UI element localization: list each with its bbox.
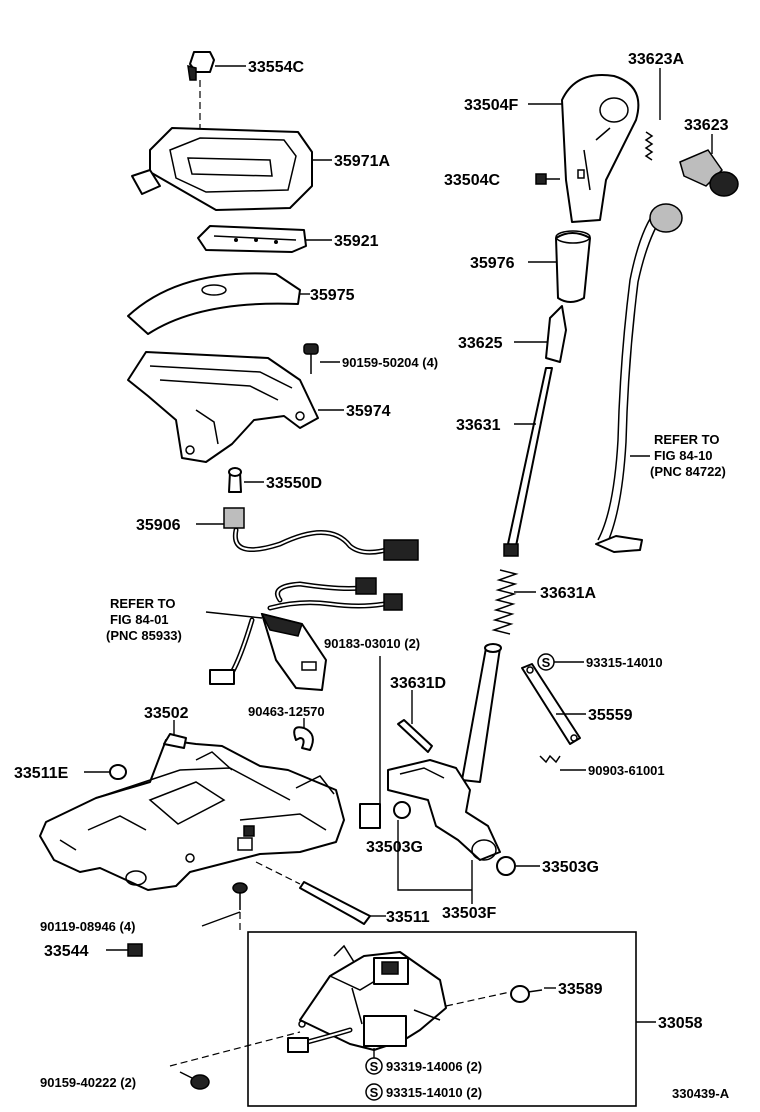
knob-boot-part: [555, 230, 591, 303]
lock-pin-part: [545, 305, 567, 363]
bushing-part: [393, 801, 516, 876]
indicator-housing-part: [131, 127, 313, 211]
refer-a-line1: REFER TO: [654, 432, 720, 447]
refer-b-line2: FIG 84-01: [110, 612, 169, 627]
label-90463-12570: 90463-12570: [248, 704, 325, 719]
shift-knob-part: [561, 74, 640, 223]
sensor-bolt-part: [510, 985, 543, 1003]
switch-harness-part: [209, 577, 403, 691]
shift-base-part: [39, 733, 345, 891]
label-33503g-left: 33503G: [366, 839, 423, 856]
figure-code: 330439-A: [672, 1086, 730, 1101]
svg-text:S: S: [542, 655, 551, 670]
label-35971a: 35971A: [334, 153, 390, 170]
label-33544: 33544: [44, 943, 89, 960]
pivot-bolt-part: [397, 719, 433, 753]
knob-screw-part: [535, 173, 560, 185]
label-90159-40222: 90159-40222 (2): [40, 1075, 136, 1090]
label-33631a: 33631A: [540, 585, 596, 602]
cable-part: [595, 203, 683, 553]
label-33623a: 33623A: [628, 51, 684, 68]
label-35559: 35559: [588, 707, 633, 724]
part-labels: 33554C 35971A 35921 35975 90159-50204 (4…: [14, 51, 730, 1101]
label-93315-14010-bottom: 93315-14010 (2): [386, 1085, 482, 1100]
leader-line: [201, 911, 241, 927]
link-plate-part: [521, 663, 581, 764]
knob-button-part: [679, 149, 739, 197]
bracket-screw-part: [179, 1071, 210, 1090]
label-33503f: 33503F: [442, 905, 496, 922]
assembly-line: [445, 991, 511, 1007]
label-33511: 33511: [386, 909, 430, 926]
screw-part: [303, 343, 319, 374]
svg-text:S: S: [370, 1085, 379, 1100]
slide-plate-part: [197, 225, 307, 253]
svg-text:S: S: [370, 1059, 379, 1074]
leader-line: [397, 820, 472, 891]
leader-line: [205, 611, 263, 619]
label-90119-08946: 90119-08946 (4): [40, 919, 135, 934]
gate-bracket-part: [127, 351, 319, 463]
refer-b-line3: (PNC 85933): [106, 628, 182, 643]
s-symbol: S: [537, 653, 555, 671]
label-93319-14006: 93319-14006 (2): [386, 1059, 482, 1074]
assembly-line: [169, 1031, 301, 1067]
label-93315-14010: 93315-14010: [586, 655, 663, 670]
bulb-part: [228, 467, 242, 493]
label-33631: 33631: [456, 417, 501, 434]
label-33504f: 33504F: [464, 97, 518, 114]
label-33058: 33058: [658, 1015, 703, 1032]
refer-a-line2: FIG 84-10: [654, 448, 713, 463]
label-33502: 33502: [144, 705, 189, 722]
nut-part: [127, 943, 143, 957]
label-33554c: 33554C: [248, 59, 304, 76]
label-35906: 35906: [136, 517, 181, 534]
label-33511e: 33511E: [14, 765, 69, 782]
label-33589: 33589: [558, 981, 603, 998]
s-symbol: S: [365, 1083, 383, 1101]
label-90183-03010: 90183-03010 (2): [324, 636, 420, 651]
label-35975: 35975: [310, 287, 355, 304]
refer-a-line3: (PNC 84722): [650, 464, 726, 479]
label-35974: 35974: [346, 403, 391, 420]
label-33504c: 33504C: [444, 172, 500, 189]
shift-rod-part: [503, 367, 553, 557]
shift-lever-part: [387, 643, 502, 861]
label-33550d: 33550D: [266, 475, 322, 492]
label-90903-61001: 90903-61001: [588, 763, 665, 778]
clamp-part: [293, 726, 314, 751]
mount-bolt-part: [232, 882, 248, 910]
label-35921: 35921: [334, 233, 379, 250]
label-33623: 33623: [684, 117, 729, 134]
label-35976: 35976: [470, 255, 515, 272]
lever-spring-part: [491, 569, 519, 635]
label-33503g-right: 33503G: [542, 859, 599, 876]
assembly-line: [255, 861, 301, 885]
nut-part: [109, 764, 127, 780]
button-cap-part: [187, 51, 215, 81]
solenoid-assembly-part: [287, 944, 447, 1053]
s-symbol: S: [365, 1057, 383, 1075]
refer-b-line1: REFER TO: [110, 596, 176, 611]
wire-harness-part: [223, 507, 419, 561]
label-90159-50204: 90159-50204 (4): [342, 355, 438, 370]
label-33631d: 33631D: [390, 675, 446, 692]
clip-nut-part: [359, 803, 381, 829]
spring-part: [644, 131, 654, 161]
label-33625: 33625: [458, 335, 503, 352]
subassembly-box: [247, 931, 637, 1107]
base-bolt-part: [299, 881, 371, 925]
dust-cover-part: [127, 272, 301, 335]
